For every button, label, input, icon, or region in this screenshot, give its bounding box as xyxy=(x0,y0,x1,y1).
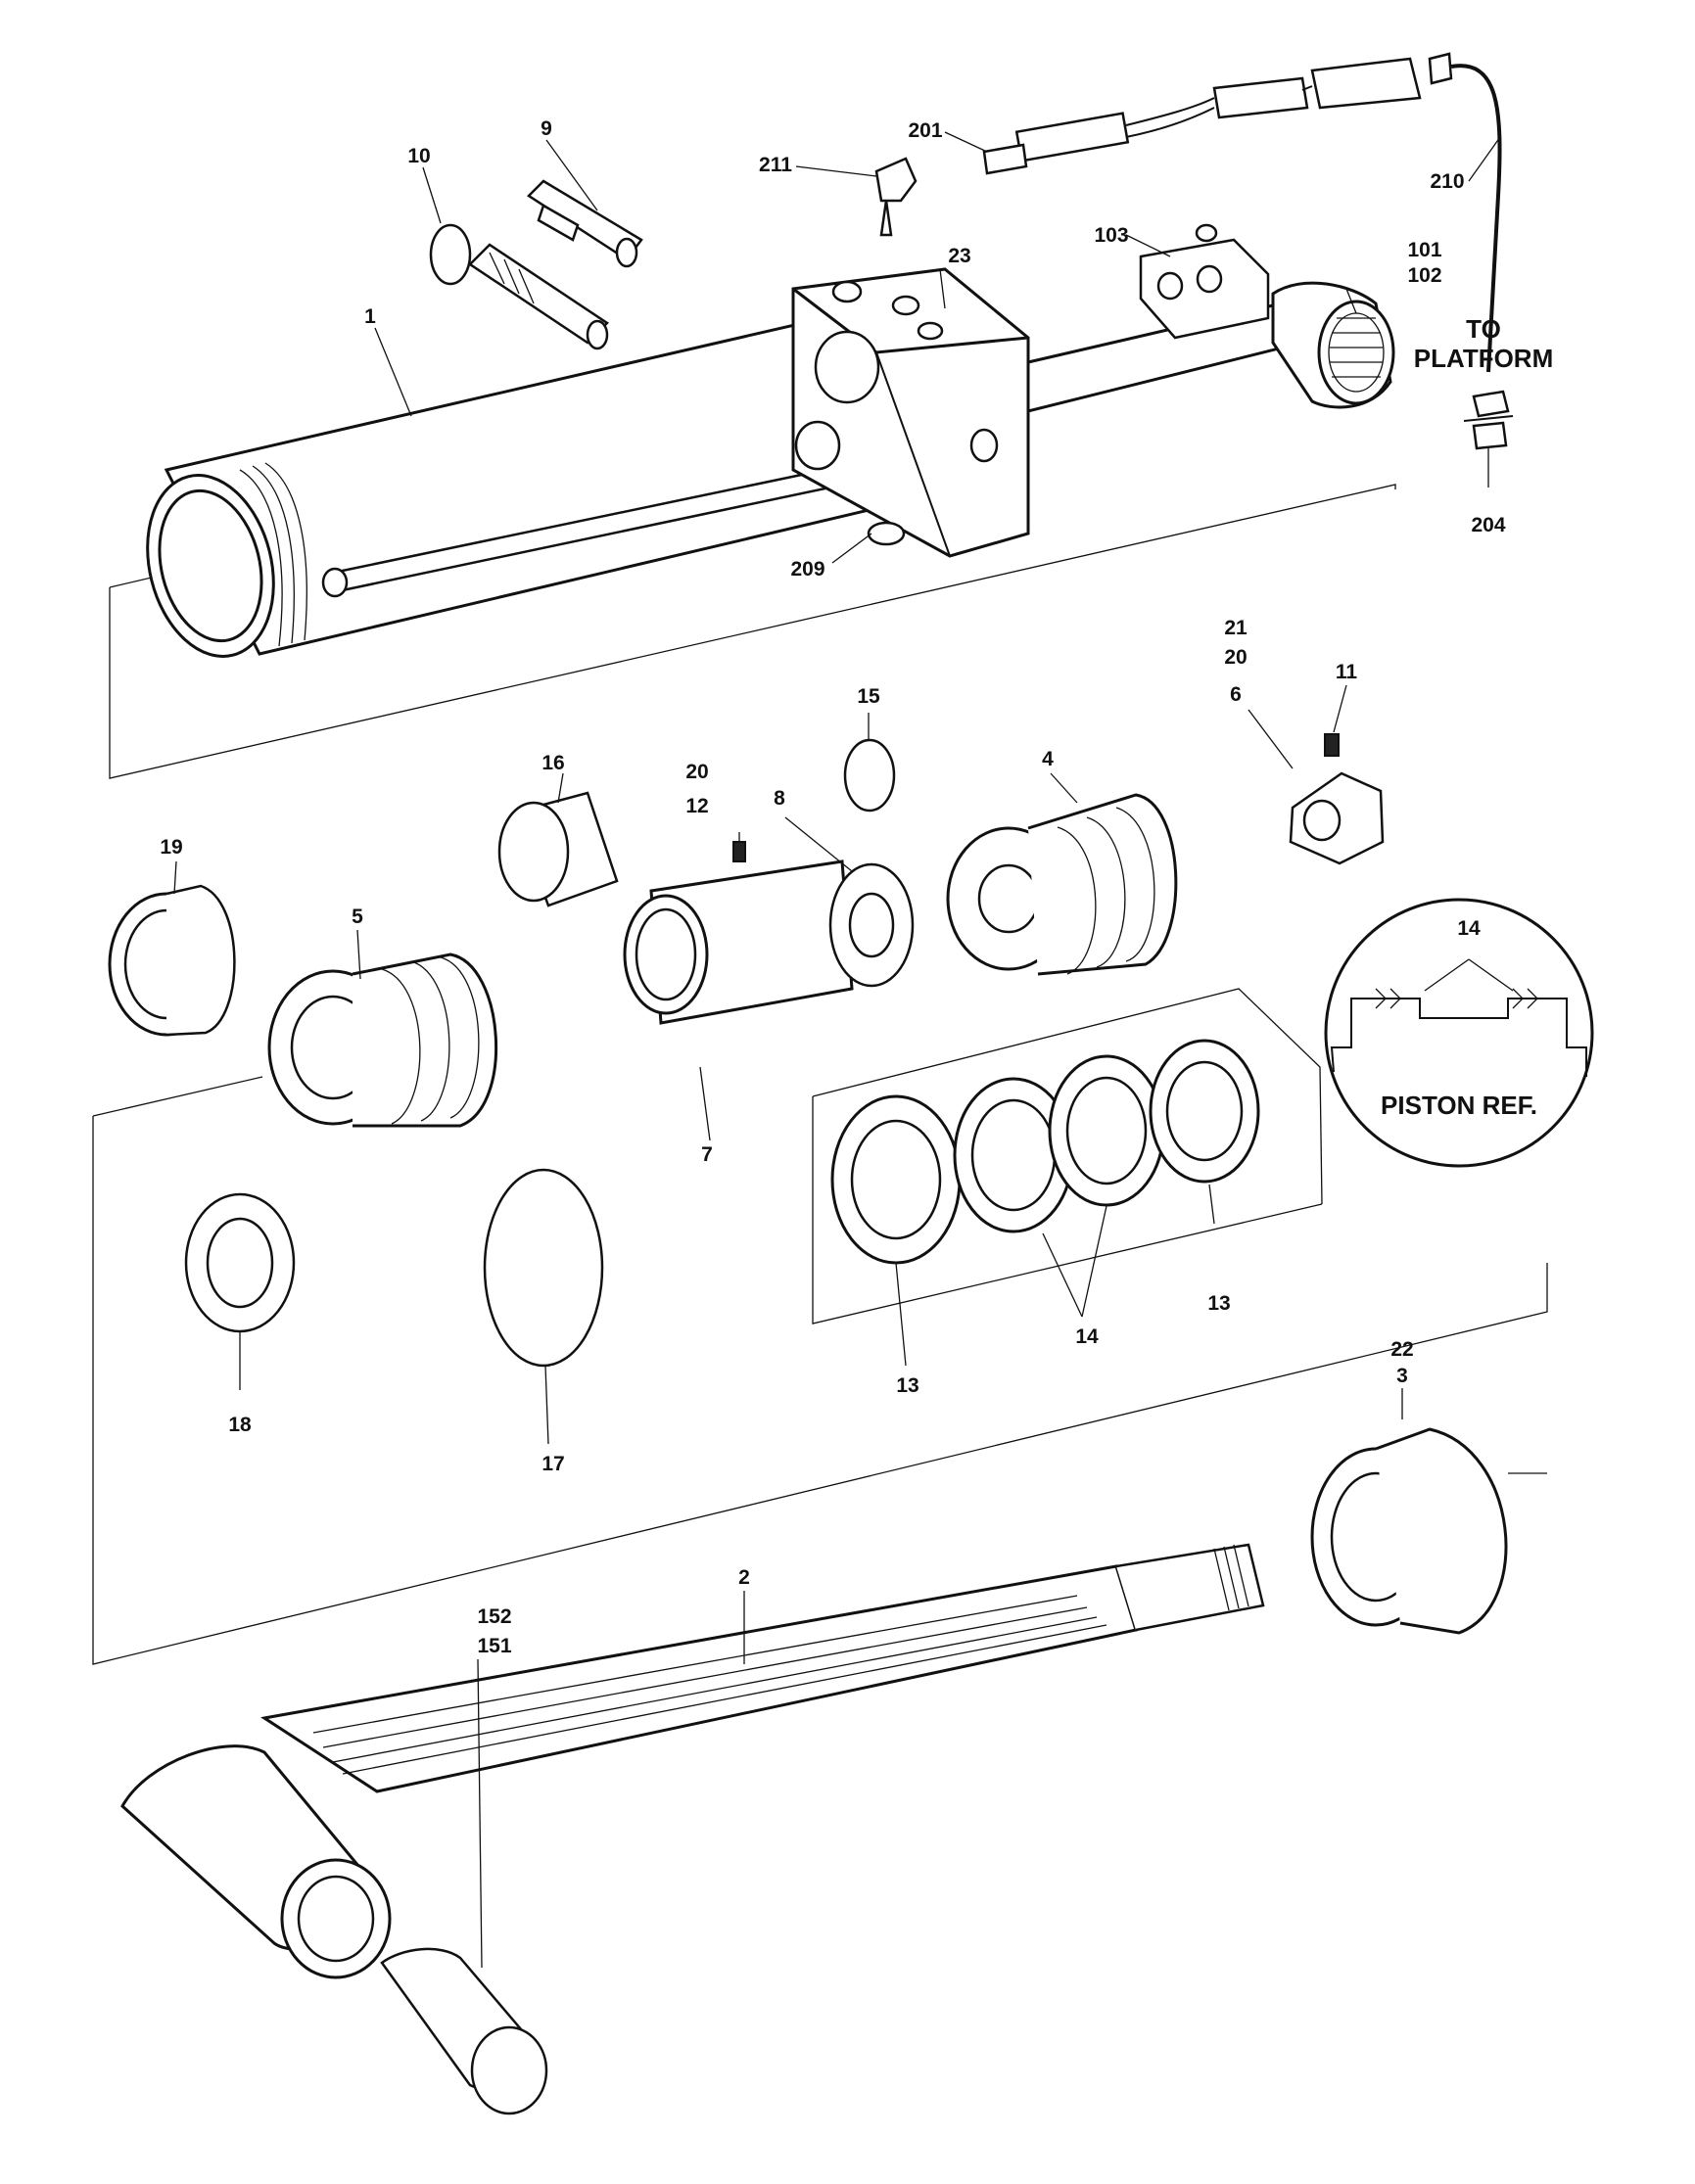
cylinder-barrel xyxy=(146,321,999,658)
label-21: 21 xyxy=(1224,617,1248,639)
label-6: 6 xyxy=(1230,683,1242,706)
label-14: 14 xyxy=(1075,1325,1099,1348)
cylinder-head-block xyxy=(791,267,1030,558)
leader-lines xyxy=(173,131,1501,1969)
label-151: 151 xyxy=(477,1635,511,1657)
label-19: 19 xyxy=(160,836,182,859)
label-12: 12 xyxy=(685,795,708,817)
label-15: 15 xyxy=(857,685,880,708)
label-16: 16 xyxy=(541,752,564,774)
proximity-sensor-assembly xyxy=(874,52,1514,450)
label-210: 210 xyxy=(1430,170,1464,193)
label-3: 3 xyxy=(1396,1365,1408,1387)
label-9: 9 xyxy=(541,117,552,140)
assembly-bracket-lines xyxy=(92,484,1548,1665)
label-23: 23 xyxy=(948,245,970,267)
label-7: 7 xyxy=(701,1143,713,1166)
label-17: 17 xyxy=(541,1453,564,1475)
piston-rod xyxy=(120,1427,1508,2115)
piston-ref-label: PISTON REF. xyxy=(1381,1091,1537,1120)
label-11: 11 xyxy=(1336,661,1358,683)
rod-eye-end xyxy=(1026,223,1395,413)
label-22: 22 xyxy=(1390,1338,1413,1361)
label-13-right: 13 xyxy=(1207,1292,1230,1315)
label-201: 201 xyxy=(908,119,942,142)
label-103: 103 xyxy=(1094,224,1128,247)
label-2: 2 xyxy=(738,1566,750,1589)
label-101: 101 xyxy=(1407,239,1441,261)
to-platform-line2: PLATFORM xyxy=(1414,344,1554,373)
label-5: 5 xyxy=(352,906,363,928)
label-1: 1 xyxy=(364,305,376,328)
label-211: 211 xyxy=(759,154,792,176)
to-platform-line1: TO xyxy=(1466,314,1501,344)
label-152: 152 xyxy=(477,1605,511,1628)
label-209: 209 xyxy=(790,558,824,581)
label-14-ref: 14 xyxy=(1457,917,1481,940)
label-13-left: 13 xyxy=(896,1374,918,1397)
label-20-mid: 20 xyxy=(685,761,708,783)
label-20-top: 20 xyxy=(1224,646,1247,669)
label-10: 10 xyxy=(407,145,430,167)
label-4: 4 xyxy=(1042,748,1054,770)
label-204: 204 xyxy=(1471,514,1505,536)
label-8: 8 xyxy=(774,787,785,810)
piston-assembly xyxy=(108,733,1385,1368)
counterbalance-valves xyxy=(429,179,643,350)
part-labels: 1 2 22 3 4 5 21 20 6 7 8 9 10 11 20 12 1… xyxy=(160,117,1553,1657)
piston-ref-callout xyxy=(1324,898,1594,1168)
label-102: 102 xyxy=(1407,264,1441,287)
label-18: 18 xyxy=(228,1414,252,1436)
